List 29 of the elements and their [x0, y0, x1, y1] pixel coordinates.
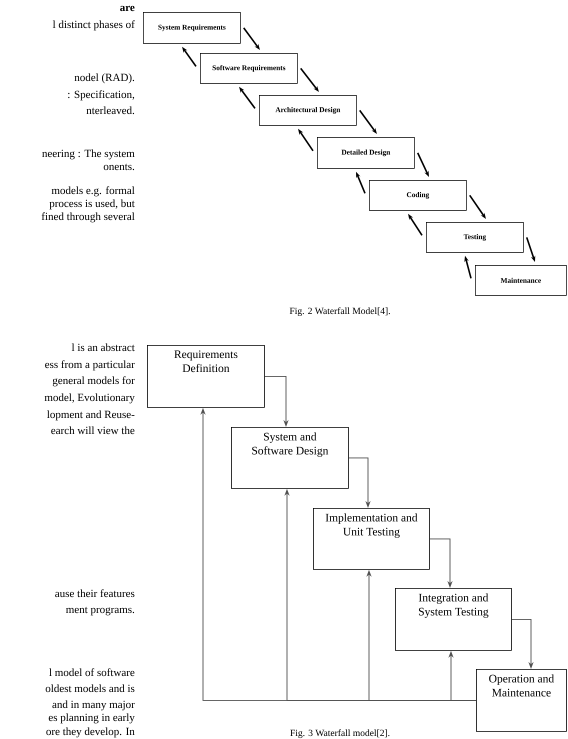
body-text-line: : Specification, [68, 90, 134, 100]
phase-box: Implementation and Unit Testing [313, 508, 430, 570]
body-text-line: l is an abstract [72, 343, 135, 352]
body-text-line: general models for [52, 376, 135, 386]
body-text-line: model, Evolutionary [44, 393, 135, 404]
body-text-line: es planning in early [48, 713, 135, 724]
body-text-line: l model of software [49, 668, 134, 676]
body-text-line: onents. [104, 164, 134, 170]
body-text-line: ess from a particular [45, 360, 135, 370]
body-text-line: fined through several [42, 212, 135, 222]
body-text-line: nodel (RAD). [74, 73, 134, 84]
body-text-line: ore they develop. In [46, 727, 135, 738]
body-text-line: neering : The system [42, 149, 135, 160]
body-text-line: models e.g. formal [52, 186, 135, 196]
figure-caption: Fig. 2 Waterfall Model[4]. [290, 307, 390, 316]
body-text-line: nterleaved. [86, 106, 134, 114]
body-text-line: process is used, but [49, 199, 135, 210]
figure-caption: Fig. 3 Waterfall model[2]. [290, 729, 390, 738]
body-text-line: ment programs. [66, 606, 134, 616]
body-text-line: earch will view the [51, 426, 134, 434]
body-text-line: oldest models and is [46, 684, 134, 692]
heading-fragment: are [120, 6, 135, 12]
body-text-line: lopment and Reuse- [47, 410, 134, 420]
phase-box: Requirements Definition [147, 345, 265, 408]
body-text-line: ause their features [55, 589, 134, 598]
body-text-line: and in many major [52, 700, 135, 710]
phase-box: Operation and Maintenance [476, 669, 567, 732]
phase-box: Integration and System Testing [395, 588, 512, 651]
phase-box: System and Software Design [231, 427, 349, 489]
